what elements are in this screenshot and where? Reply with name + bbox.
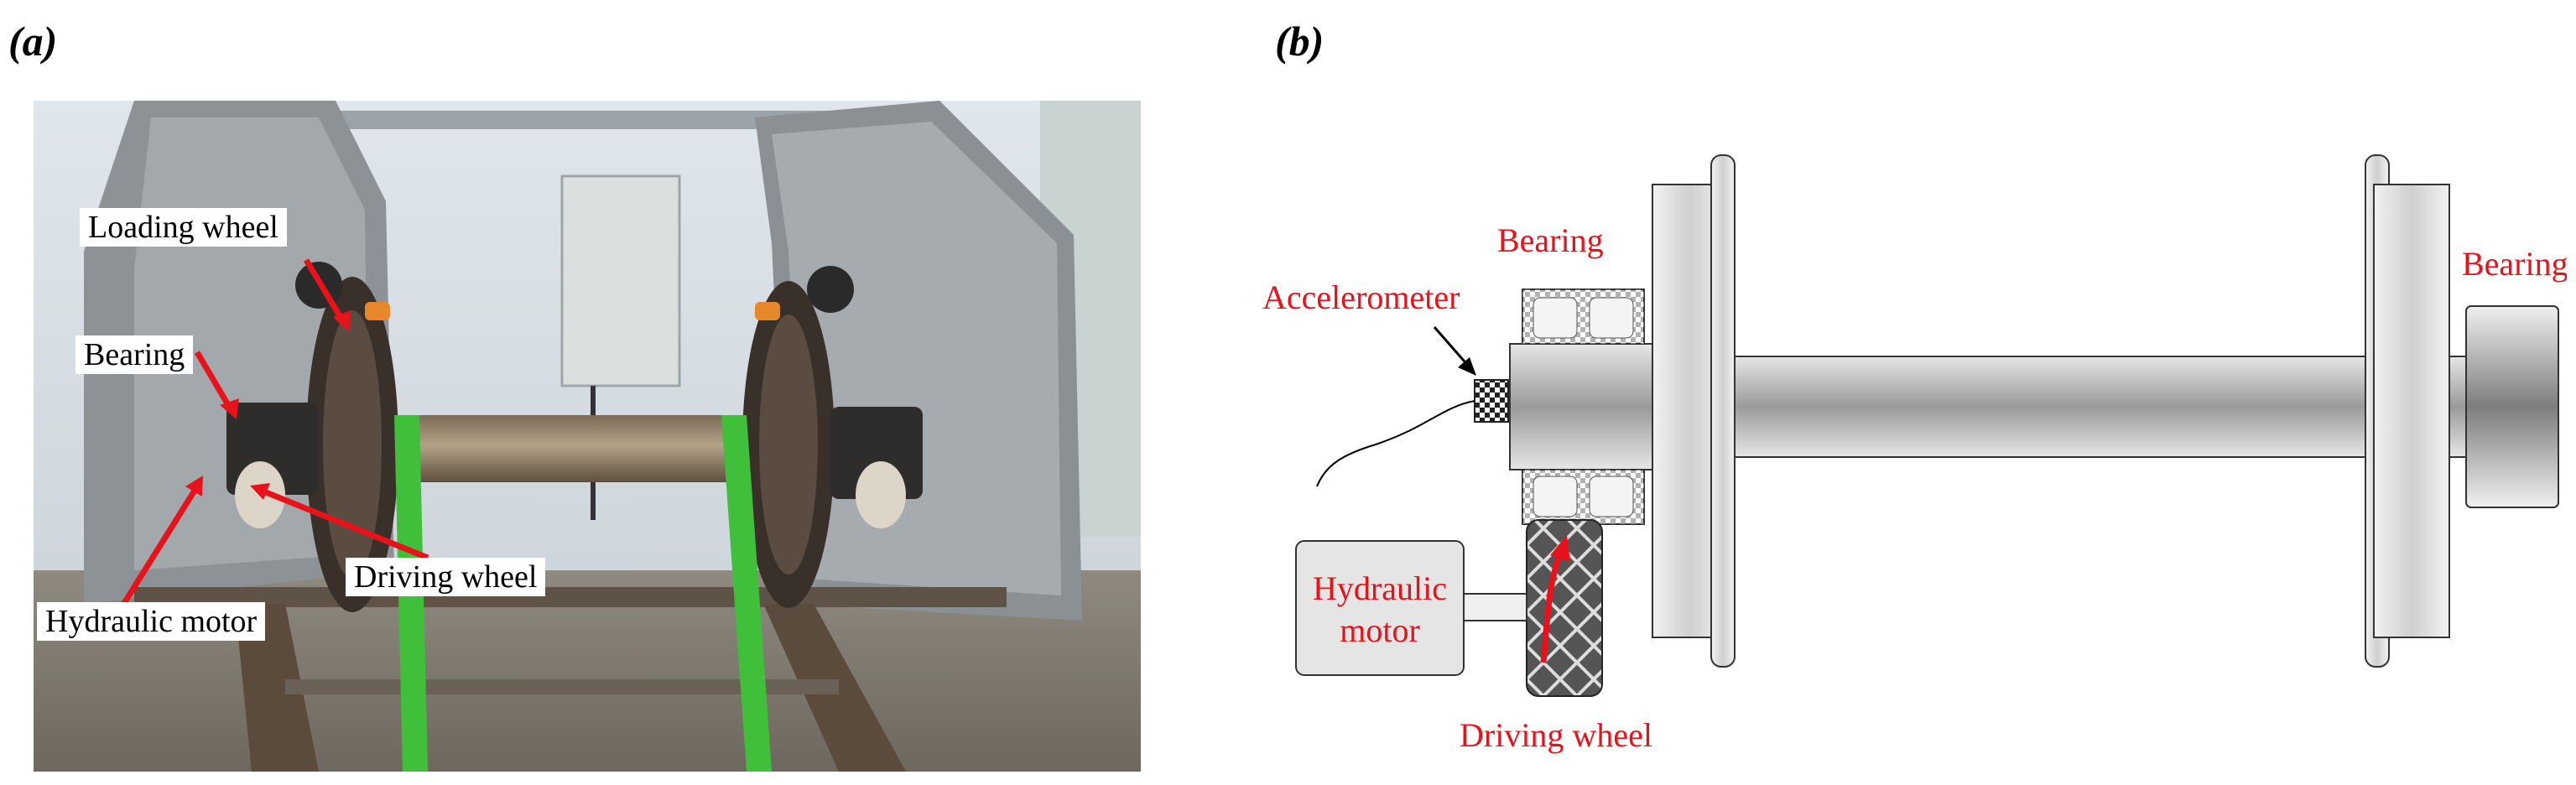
left-bearing	[1522, 289, 1645, 525]
accelerometer	[1474, 379, 1509, 423]
right-bearing	[2465, 305, 2559, 508]
label-motor: motor	[1340, 611, 1420, 649]
label-driving-wheel: Driving wheel	[1460, 716, 1652, 754]
callout-hydraulic-motor: Hydraulic motor	[37, 602, 266, 641]
wheelset-schematic: Bearing Bearing Accelerometer Hydraulic …	[1262, 154, 2567, 754]
motor-shaft	[1463, 593, 1527, 621]
hydraulic-motor	[1295, 540, 1465, 676]
right-wheel	[2373, 184, 2450, 638]
callout-loading-wheel: Loading wheel	[80, 208, 287, 247]
rotation-arrow	[1540, 548, 1565, 663]
callout-driving-wheel: Driving wheel	[346, 558, 546, 596]
test-rig-photo	[34, 101, 1141, 772]
label-bearing-left: Bearing	[1497, 221, 1604, 259]
test-rig-illustration	[34, 101, 1141, 772]
label-hydraulic: Hydraulic	[1313, 569, 1447, 607]
panel-a-label: (a)	[8, 18, 58, 65]
label-accelerometer: Accelerometer	[1262, 278, 1460, 316]
panel-b-label: (b)	[1275, 18, 1324, 65]
accelerometer-cable	[1316, 400, 1475, 487]
callout-bearing: Bearing	[75, 335, 194, 374]
left-wheel-flange	[1710, 154, 1736, 668]
label-bearing-right: Bearing	[2462, 245, 2567, 283]
accelerometer-pointer	[1433, 326, 1471, 368]
